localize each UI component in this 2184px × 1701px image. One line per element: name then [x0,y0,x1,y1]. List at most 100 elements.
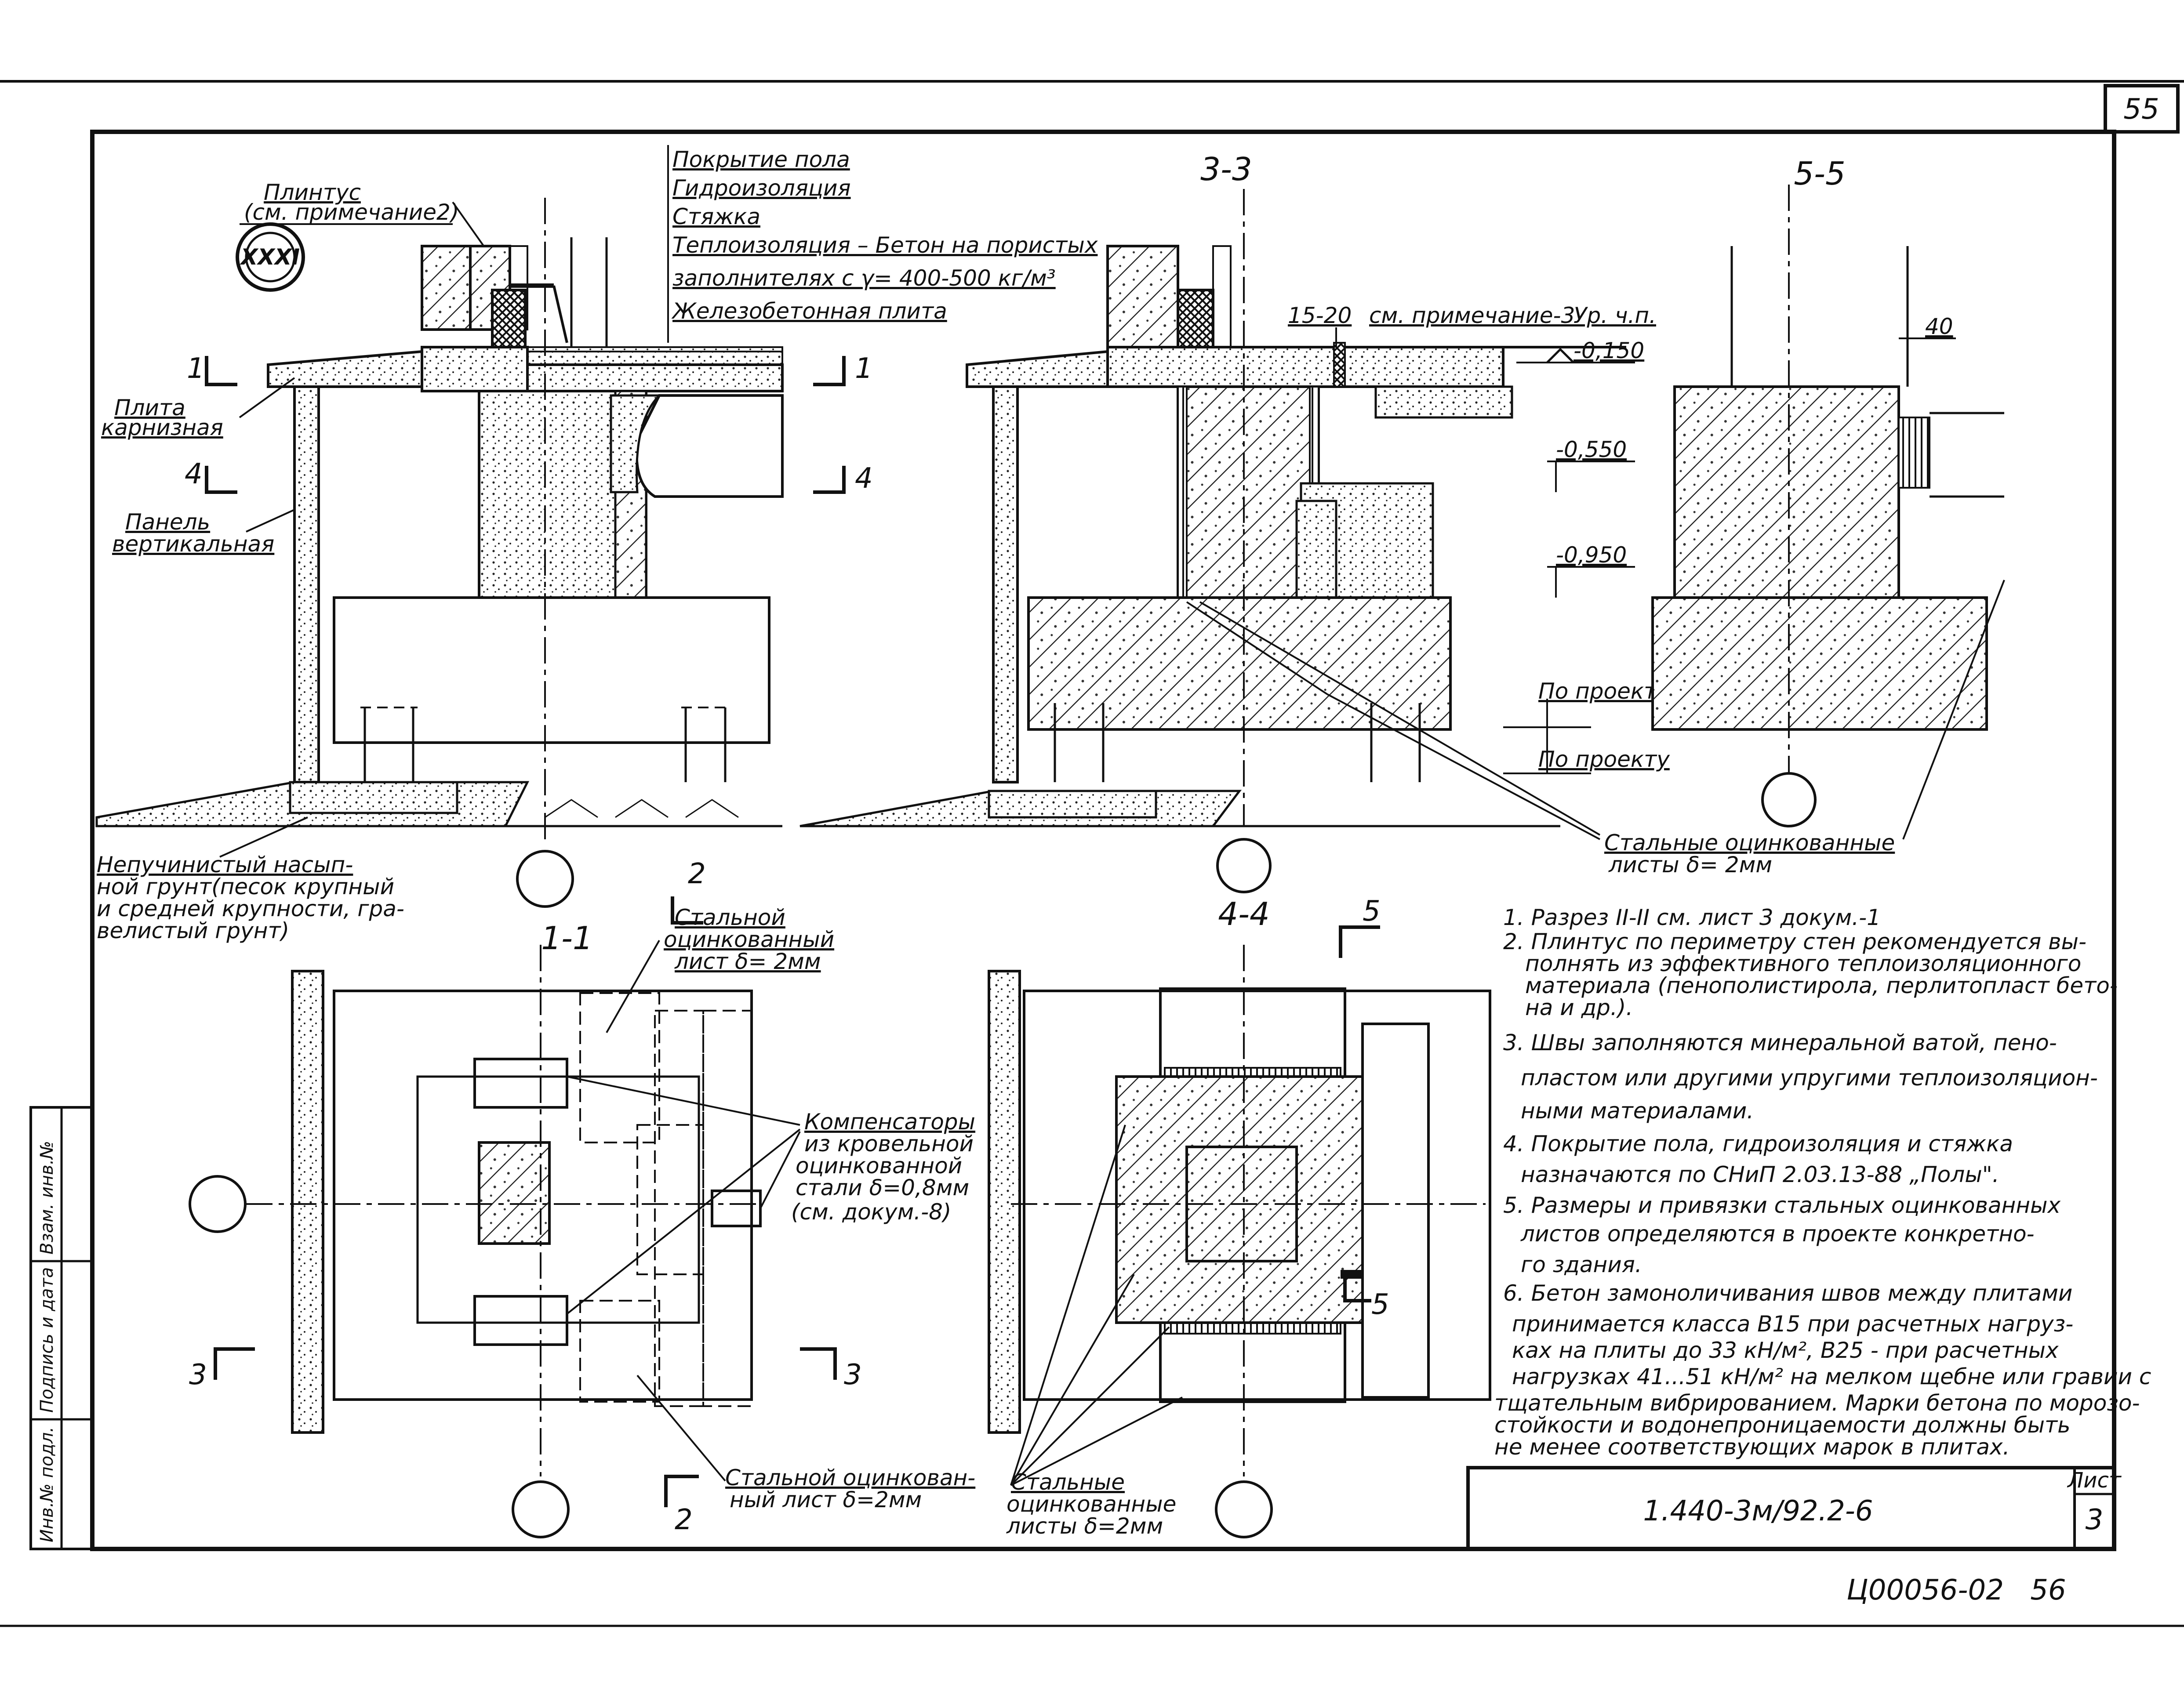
axis-bubble [516,850,574,908]
stamp-replace-label: Взам. инв.№ [37,1141,57,1255]
note-line: тщательным вибрированием. Марки бетона п… [1494,1390,2140,1416]
node-mark-text: XXXI [240,244,300,270]
level-minus-0550: -0,550 [1556,437,1627,462]
label-galv-sheet-a3: лист δ= 2мм [674,949,821,974]
label-compensators-5: (см. докум.-8) [791,1199,951,1225]
level-marks: -0,150 -0,550 -0,950 По проекту По проек… [1503,338,1670,774]
note-line: ках на плиты до 33 кН/м², В25 - при расч… [1512,1338,2059,1363]
cut-mark-1b: 1 [855,352,873,385]
page-number: 56 [2030,1574,2066,1607]
label-cornice-slab-2: карнизная [101,415,223,440]
label-galv-sheets-c3: листы δ=2мм [1006,1513,1163,1539]
node-mark: XXXI [236,222,305,292]
cut-mark-5a: 5 [1363,895,1381,928]
label-galv-sheets-c2: оцинкованные [1007,1491,1176,1517]
section-1-1-title: 1-1 [541,920,593,957]
level-minus-0150: -0,150 [1573,338,1644,363]
label-soil-1: Непучинистый насып- [97,852,353,878]
note-line: 1. Разрез II-II см. лист 3 докум.-1 [1503,905,1881,930]
label-soil-4: велистый грунт) [97,918,289,943]
note-line: материала (пенополистирола, перлитопласт… [1525,973,2118,998]
drawing-frame [90,130,2116,1551]
note-line: го здания. [1521,1252,1642,1277]
label-panel-2: вертикальная [112,531,274,557]
label-galv-sheets-2: листы δ= 2мм [1608,852,1772,878]
label-galv-sheet-a2: оцинкованный [664,927,834,952]
archive-code: Ц00056-02 [1846,1574,2004,1607]
note-line: 5. Размеры и привязки стальных оцинкован… [1503,1193,2061,1218]
section-5-5-title: 5-5 [1794,155,1846,192]
label-galv-sheet-a1: Стальной [675,905,785,930]
title-block: 1.440-3м/92.2-6 Лист 3 [1466,1466,2122,1551]
side-stamp: Инв.№ подл. Подпись и дата Взам. инв.№ [29,1106,94,1550]
label-rc-slab: Железобетонная плита [671,298,947,324]
level-design-2: По проекту [1538,747,1670,772]
sheet-number: 3 [2086,1504,2104,1536]
label-screed: Стяжка [672,204,760,229]
note-line: 3. Швы заполняются минеральной ватой, пе… [1503,1030,2057,1055]
label-galv-sheets-c1: Стальные [1011,1469,1125,1495]
label-seam-width: 15-20 [1288,303,1352,328]
note-line: не менее соответствующих марок в плитах. [1494,1434,2010,1460]
note-line: на и др.). [1525,995,1633,1020]
note-line: принимается класса В15 при расчетных наг… [1512,1311,2073,1337]
level-design-1: По проекту [1538,678,1670,704]
axis-bubble [189,1175,247,1233]
cut-mark-3b: 3 [844,1359,862,1391]
label-note3-ref: см. примечание-3 [1369,303,1575,328]
label-compensators-1: Компенсаторы [804,1109,975,1135]
label-floor-covering: Покрытие пола [672,147,850,172]
note-line: 2. Плинтус по периметру стен рекомендует… [1503,929,2086,954]
section-5-5: 5-5 40 [1651,155,2005,840]
label-cornice-slab-1: Плита [114,395,185,421]
note-line: ными материалами. [1521,1098,1754,1124]
cut-mark-5b: 5 [1371,1288,1389,1321]
cut-mark-1a: 1 [187,352,205,385]
axis-bubble [1215,1480,1273,1538]
section-1-1: 1-1 3 3 2 Стальной оцинкованный лист δ= … [189,905,975,1538]
label-galv-sheet-b2: ный лист δ=2мм [730,1487,922,1512]
axis-bubble [1216,838,1272,893]
detail-xxxi: XXXI Плинтус (см. примечание2) Покрытие … [95,145,1098,943]
axis-bubble [1761,772,1817,827]
label-panel-1: Панель [125,509,210,535]
section-4-4: 4-4 5 5 Стальные оцинкованные листы δ=2м… [988,895,1491,1539]
corner-number-box: 55 [2104,84,2180,134]
label-floor-level: Ур. ч.п. [1573,303,1656,328]
note-line: пластом или другими упругими теплоизоляц… [1521,1065,2098,1091]
section-3-3-title: 3-3 [1200,151,1252,188]
doc-code: 1.440-3м/92.2-6 [1643,1495,1873,1527]
label-plinth: Плинтус [264,180,361,205]
note-line: назначаются по СНиП 2.03.13-88 „Полы". [1521,1162,1999,1187]
label-insulation-1: Теплоизоляция – Бетон на пористых [672,232,1098,258]
label-galv-sheets-1: Стальные оцинкованные [1604,830,1895,856]
note-line: листов определяются в проекте конкретно- [1520,1221,2035,1247]
note-line: 4. Покрытие пола, гидроизоляция и стяжка [1503,1131,2013,1157]
section-4-4-title: 4-4 [1218,896,1270,932]
cut-mark-3a: 3 [189,1359,207,1391]
sheet-label: Лист [2067,1468,2122,1493]
axis-bubble [512,1480,570,1538]
note-line: полнять из эффективного теплоизоляционно… [1525,951,2081,976]
note-line: стойкости и водонепроницаемости должны б… [1494,1412,2071,1438]
note-line: 6. Бетон замоноличивания швов между плит… [1503,1280,2072,1306]
level-minus-0950: -0,950 [1556,542,1627,568]
note-line: нагрузках 41...51 кН/м² на мелком щебне … [1512,1364,2151,1389]
label-waterproofing: Гидроизоляция [672,175,851,201]
notes-block: 1. Разрез II-II см. лист 3 докум.-1 2. П… [1494,905,2151,1460]
label-plinth-ref: (см. примечание2) [244,199,459,225]
label-compensators-2: из кровельной [804,1131,974,1157]
label-soil-3: и средней крупности, гра- [97,896,404,921]
cut-mark-4b: 4 [855,462,873,495]
stamp-sign-label: Подпись и дата [37,1267,57,1413]
corner-number: 55 [2123,93,2159,126]
label-insulation-2: заполнителях с γ= 400-500 кг/м³ [672,265,1056,291]
label-compensators-3: оцинкованной [796,1153,962,1179]
label-soil-2: ной грунт(песок крупный [97,874,394,899]
section-3-3: 3-3 15-20 см. примечание-3 [799,151,1895,893]
cut-mark-2a: 2 [688,858,706,890]
cut-mark-2b: 2 [675,1504,693,1536]
cut-mark-4a: 4 [185,458,203,490]
label-galv-sheet-b1: Стальной оцинкован- [725,1465,975,1491]
